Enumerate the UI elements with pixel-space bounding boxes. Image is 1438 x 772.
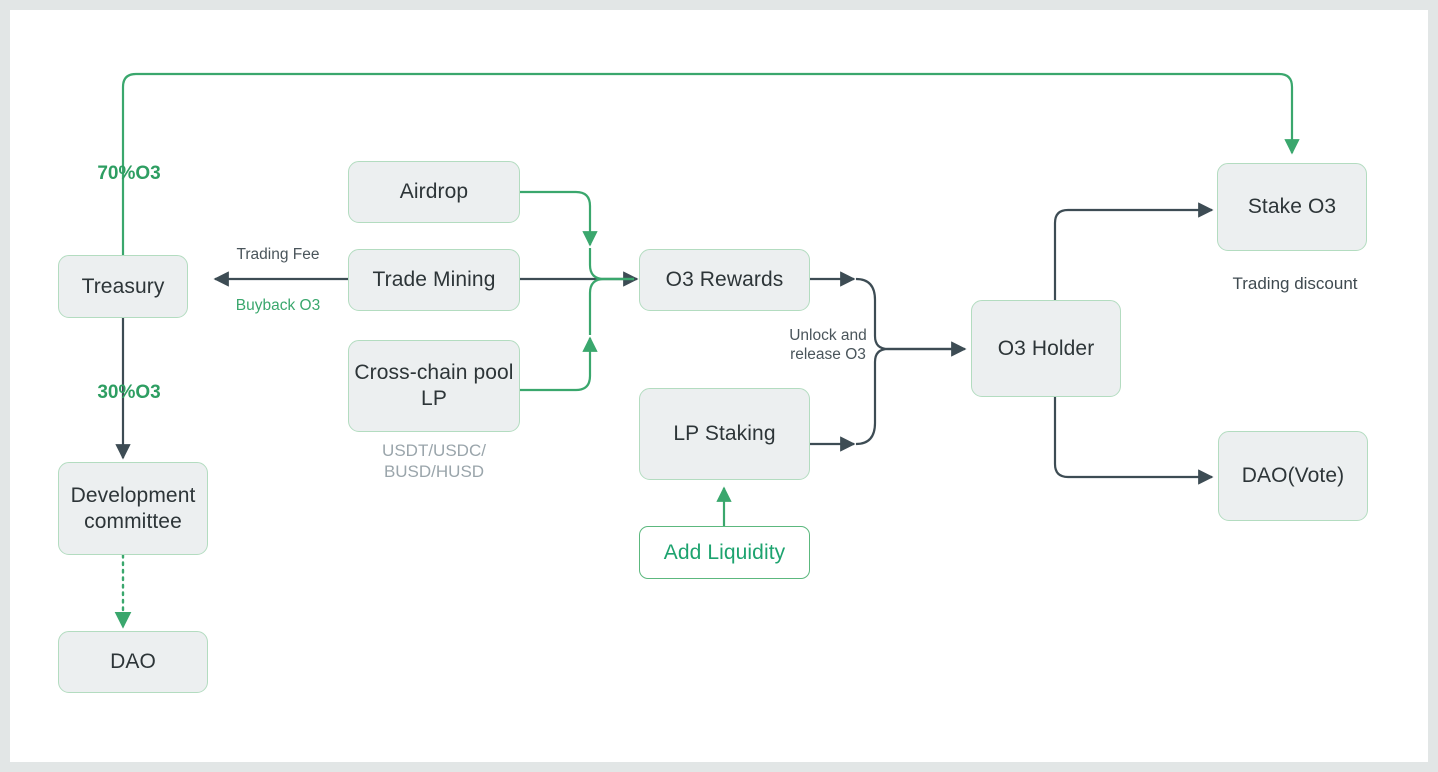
- edge-airdrop-merge-tail: [588, 248, 634, 281]
- edge-cross-chain-pool-lp-to-o3-rewards: [520, 336, 598, 392]
- edge-treasury-to-stake-o3: [121, 72, 1300, 255]
- edge-o3-holder-to-stake-o3: [1053, 202, 1214, 300]
- connector-layer: [114, 72, 1300, 629]
- node-treasury[interactable]: Treasury: [58, 255, 188, 318]
- node-airdrop[interactable]: Airdrop: [348, 161, 520, 223]
- edge-o3-holder-to-dao-vote: [1053, 397, 1214, 485]
- edge-airdrop-to-o3-rewards: [520, 190, 598, 247]
- label-stablecoins: USDT/USDC/ BUSD/HUSD: [382, 441, 486, 482]
- node-add-liquidity[interactable]: Add Liquidity: [639, 526, 810, 579]
- label-split-30: 30%O3: [97, 382, 161, 403]
- label-split-70: 70%O3: [97, 163, 161, 184]
- label-unlock-release: Unlock and release O3: [789, 327, 867, 364]
- node-dao-vote[interactable]: DAO(Vote): [1218, 431, 1368, 521]
- node-o3-rewards[interactable]: O3 Rewards: [639, 249, 810, 311]
- node-trade-mining[interactable]: Trade Mining: [348, 249, 520, 311]
- label-buyback-o3: Buyback O3: [235, 297, 321, 314]
- node-cross-chain-pool-lp[interactable]: Cross-chain pool LP: [348, 340, 520, 432]
- node-lp-staking[interactable]: LP Staking: [639, 388, 810, 480]
- diagram-canvas: Treasury Development committee DAO Airdr…: [10, 10, 1428, 762]
- node-o3-holder[interactable]: O3 Holder: [971, 300, 1121, 397]
- edge-o3-rewards-merge-tail: [855, 277, 967, 357]
- edge-lp-staking-merge-tail: [855, 347, 962, 446]
- node-stake-o3[interactable]: Stake O3: [1217, 163, 1367, 251]
- label-trading-discount: Trading discount: [1232, 274, 1358, 293]
- node-development-committee[interactable]: Development committee: [58, 462, 208, 555]
- edge-cross-chain-merge-tail: [588, 277, 634, 335]
- label-trading-fee: Trading Fee: [236, 246, 320, 263]
- node-dao[interactable]: DAO: [58, 631, 208, 693]
